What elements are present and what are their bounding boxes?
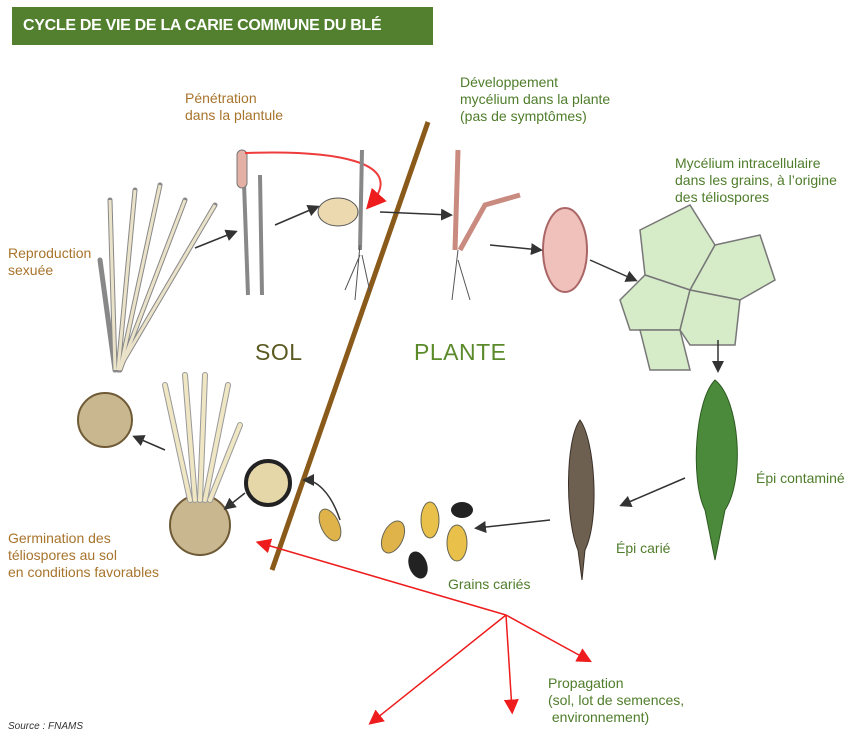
cycle-arrows <box>132 205 724 533</box>
label-reproduction: Reproduction sexuée <box>8 245 92 278</box>
label-epi-carie: Épi carié <box>616 540 671 556</box>
label-grains-caries: Grains cariés <box>448 576 531 592</box>
seedling-seed-icon <box>317 197 359 227</box>
label-propagation: Propagation (sol, lot de semences, envir… <box>548 675 685 725</box>
diagram-title: CYCLE DE VIE DE LA CARIE COMMUNE DU BLÉ <box>12 7 433 45</box>
teliospore-icon <box>244 459 292 507</box>
label-penetration: Pénétration dans la plantule <box>185 90 284 123</box>
propagation-arrows <box>255 538 592 725</box>
zone-plante: PLANTE <box>414 339 507 365</box>
label-mycelium: Mycélium intracellulaire dans les grains… <box>675 155 837 205</box>
teliospore-ball-icon <box>169 494 231 556</box>
penetration-arrow <box>244 151 387 210</box>
bunted-grains-illustration <box>318 501 473 579</box>
label-epi-contamine: Épi contaminé <box>756 470 845 486</box>
contaminated-ear-icon <box>695 379 738 561</box>
zone-sol: SOL <box>255 339 303 365</box>
infected-grain-icon <box>542 207 588 293</box>
hyphae-illustration <box>97 182 218 373</box>
label-germination: Germination des téliospores au sol en co… <box>8 530 159 580</box>
soil-plant-divider <box>269 121 431 571</box>
bunted-ear-icon <box>568 419 595 581</box>
intracellular-mycelium-illustration <box>619 204 776 371</box>
source-credit: Source : FNAMS <box>8 721 84 732</box>
label-developpement: Développement mycélium dans la plante (p… <box>460 74 611 124</box>
teliospore-ball-icon <box>77 392 133 448</box>
